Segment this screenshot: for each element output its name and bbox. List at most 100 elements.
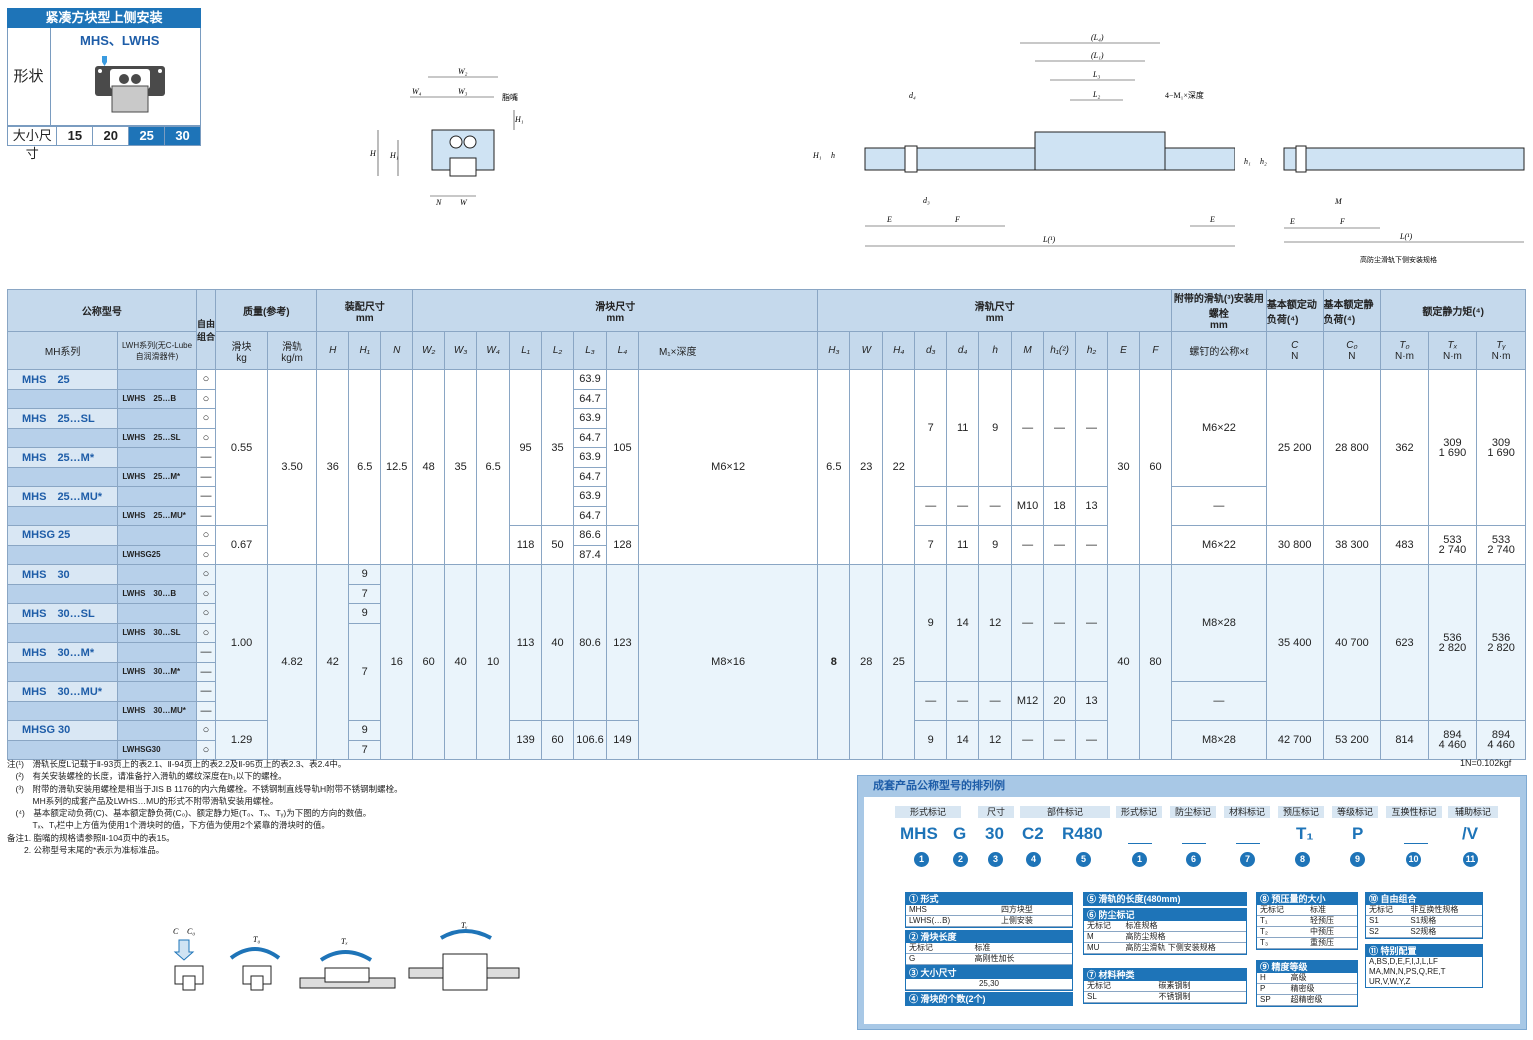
badge-9: 9 — [1350, 852, 1365, 867]
col-lwh: LWH系列(无C-Lube自润滑器件) — [117, 331, 197, 370]
legend-cell: 无标记 — [1084, 981, 1156, 992]
model-lwh: LWHS 25…MU* — [117, 505, 197, 526]
self-cell: ○ — [195, 427, 217, 448]
col-d3: d₃ — [914, 331, 948, 370]
code-form: MHS — [900, 824, 938, 843]
col-TY-unit: N·m — [1491, 350, 1511, 362]
model-mh-blank — [6, 622, 119, 643]
caption-form: 形式标记 — [895, 806, 961, 818]
model-mh: MHS 30…M* — [6, 642, 119, 663]
col-TY-label: Tᵧ — [1496, 339, 1506, 351]
dim-L3-val: 80.6 — [573, 564, 607, 721]
legend-cell: SP — [1257, 994, 1288, 1006]
col-W4: W₄ — [476, 331, 511, 370]
dim-M1-val: M6×12 — [637, 369, 819, 565]
legend-cell: S2规格 — [1407, 926, 1482, 938]
badge-3: 3 — [988, 852, 1003, 867]
dim-h: H — [369, 149, 377, 158]
dim-h2-val: 13 — [1075, 486, 1108, 526]
bolt-val: M6×22 — [1170, 369, 1267, 487]
dim-h2-val: — — [1075, 720, 1108, 760]
dim-L1-val: 139 — [509, 720, 543, 760]
legend-cell: 轻预压 — [1307, 915, 1357, 927]
legend-cell: S1 — [1366, 915, 1408, 927]
moment-ty-single: 536 — [1491, 631, 1511, 644]
dim-n: N — [435, 198, 442, 207]
note-line: (²) 有关安装螺栓的长度，请准备拧入滑轨的螺纹深度在h₁以下的螺栓。 — [7, 771, 287, 782]
dim-H-val: 42 — [316, 564, 350, 760]
self-cell: ○ — [195, 622, 217, 643]
dim-M-val: — — [1011, 525, 1045, 565]
load-ty-symbol: Tᵧ — [461, 921, 467, 930]
col-T0-unit: N·m — [1395, 350, 1414, 362]
dim-h1-side: H₁ — [812, 151, 822, 160]
dim-L4-val: 105 — [605, 369, 639, 526]
load-c-val: 42 700 — [1265, 720, 1324, 760]
dim-d4: d₄ — [909, 91, 916, 100]
bolt-val: — — [1170, 486, 1267, 526]
legend-cell: 中预压 — [1307, 926, 1357, 938]
dim-L3-val: 106.6 — [573, 720, 607, 760]
dim-M-val: M12 — [1011, 681, 1045, 721]
legend-special: ⑪ 特别配置 A,BS,D,E,F,I,J,L,LF MA,MN,N,PS,Q,… — [1365, 944, 1483, 988]
col-TX-label: Tₓ — [1447, 339, 1458, 351]
moment-tx-double: 1 690 — [1438, 446, 1467, 459]
bolt-val: — — [1170, 681, 1267, 721]
dim-h-val: 12 — [978, 564, 1013, 682]
note-line: (³) 附带的滑轨安装用螺栓是相当于JIS B 1176的内六角螺栓。不锈钢制直… — [7, 783, 403, 794]
legend-cell: 标准 — [971, 943, 1072, 954]
dim-h1-top: H₁ — [514, 115, 524, 124]
model-lwh: LWHS 30…B — [117, 583, 197, 604]
legend-cell: 高防尘滑轨 下侧安装规格 — [1122, 942, 1246, 954]
note-line: (⁴) 基本额定动负荷(C)、基本额定静负荷(C₀)、额定静力矩(T₀、Tₓ、T… — [7, 808, 372, 819]
col-c: 基本额定动负荷(⁴) — [1265, 289, 1324, 332]
size-30: 30 — [165, 127, 201, 145]
legend-cell: MU — [1084, 942, 1123, 954]
load-c-val: 35 400 — [1265, 564, 1324, 721]
dim-h1-val: — — [1043, 525, 1077, 565]
legend-cell: 超精密级 — [1287, 994, 1357, 1006]
self-cell: ○ — [195, 525, 217, 546]
legend-rail: ⑤ 滑轨的长度(480mm) — [1083, 892, 1247, 906]
self-cell: — — [195, 466, 217, 487]
self-cell: ○ — [195, 720, 217, 741]
dim-W3-val: 40 — [444, 564, 478, 760]
model-mh-blank — [6, 700, 119, 721]
col-moment: 额定静力矩(⁴) — [1380, 289, 1526, 332]
col-H4: H₄ — [882, 331, 916, 370]
moment-ty-double: 4 460 — [1487, 739, 1515, 751]
legend-cell: 无标记 — [906, 943, 972, 954]
col-H1: H₁ — [348, 331, 382, 370]
dim-W3-val: 35 — [444, 369, 478, 565]
mass-rail: 3.50 — [266, 369, 318, 565]
col-H: H — [316, 331, 350, 370]
model-mh: MHS 25 — [6, 369, 119, 390]
col-L2: L₂ — [541, 331, 574, 370]
model-mh: MHS 25…MU* — [6, 486, 119, 507]
dim-h2-val: — — [1075, 564, 1108, 682]
self-cell: ○ — [195, 408, 217, 429]
model-mh: MHS 30 — [6, 564, 119, 585]
dim-h2-val: — — [1075, 525, 1108, 565]
col-M1: M₁×深度 — [637, 331, 819, 370]
block-shape-icon — [95, 56, 165, 113]
load-direction-diagram: C C₀ T₀ Tₓ Tᵧ — [173, 921, 520, 991]
dim-l2: L₂ — [1092, 90, 1100, 99]
dim-M-val: — — [1011, 720, 1045, 760]
col-h1: h₁(²) — [1043, 331, 1077, 370]
model-lwh-blank — [117, 720, 197, 741]
bottom-mount-drawing: h₁ h₂ M E F L(¹) 高防尘滑轨下侧安装规格 — [1244, 145, 1525, 264]
model-mh-blank — [6, 505, 119, 526]
code-rail: R480 — [1062, 824, 1103, 843]
dim-L3-val: 87.4 — [573, 544, 607, 565]
self-cell: — — [195, 447, 217, 468]
ordering-title: 成套产品公称型号的排列例 — [873, 780, 1005, 792]
self-cell: ○ — [195, 564, 217, 585]
load-tx-symbol: Tₓ — [341, 937, 348, 946]
legend-cell: 四方块型 — [997, 905, 1072, 916]
